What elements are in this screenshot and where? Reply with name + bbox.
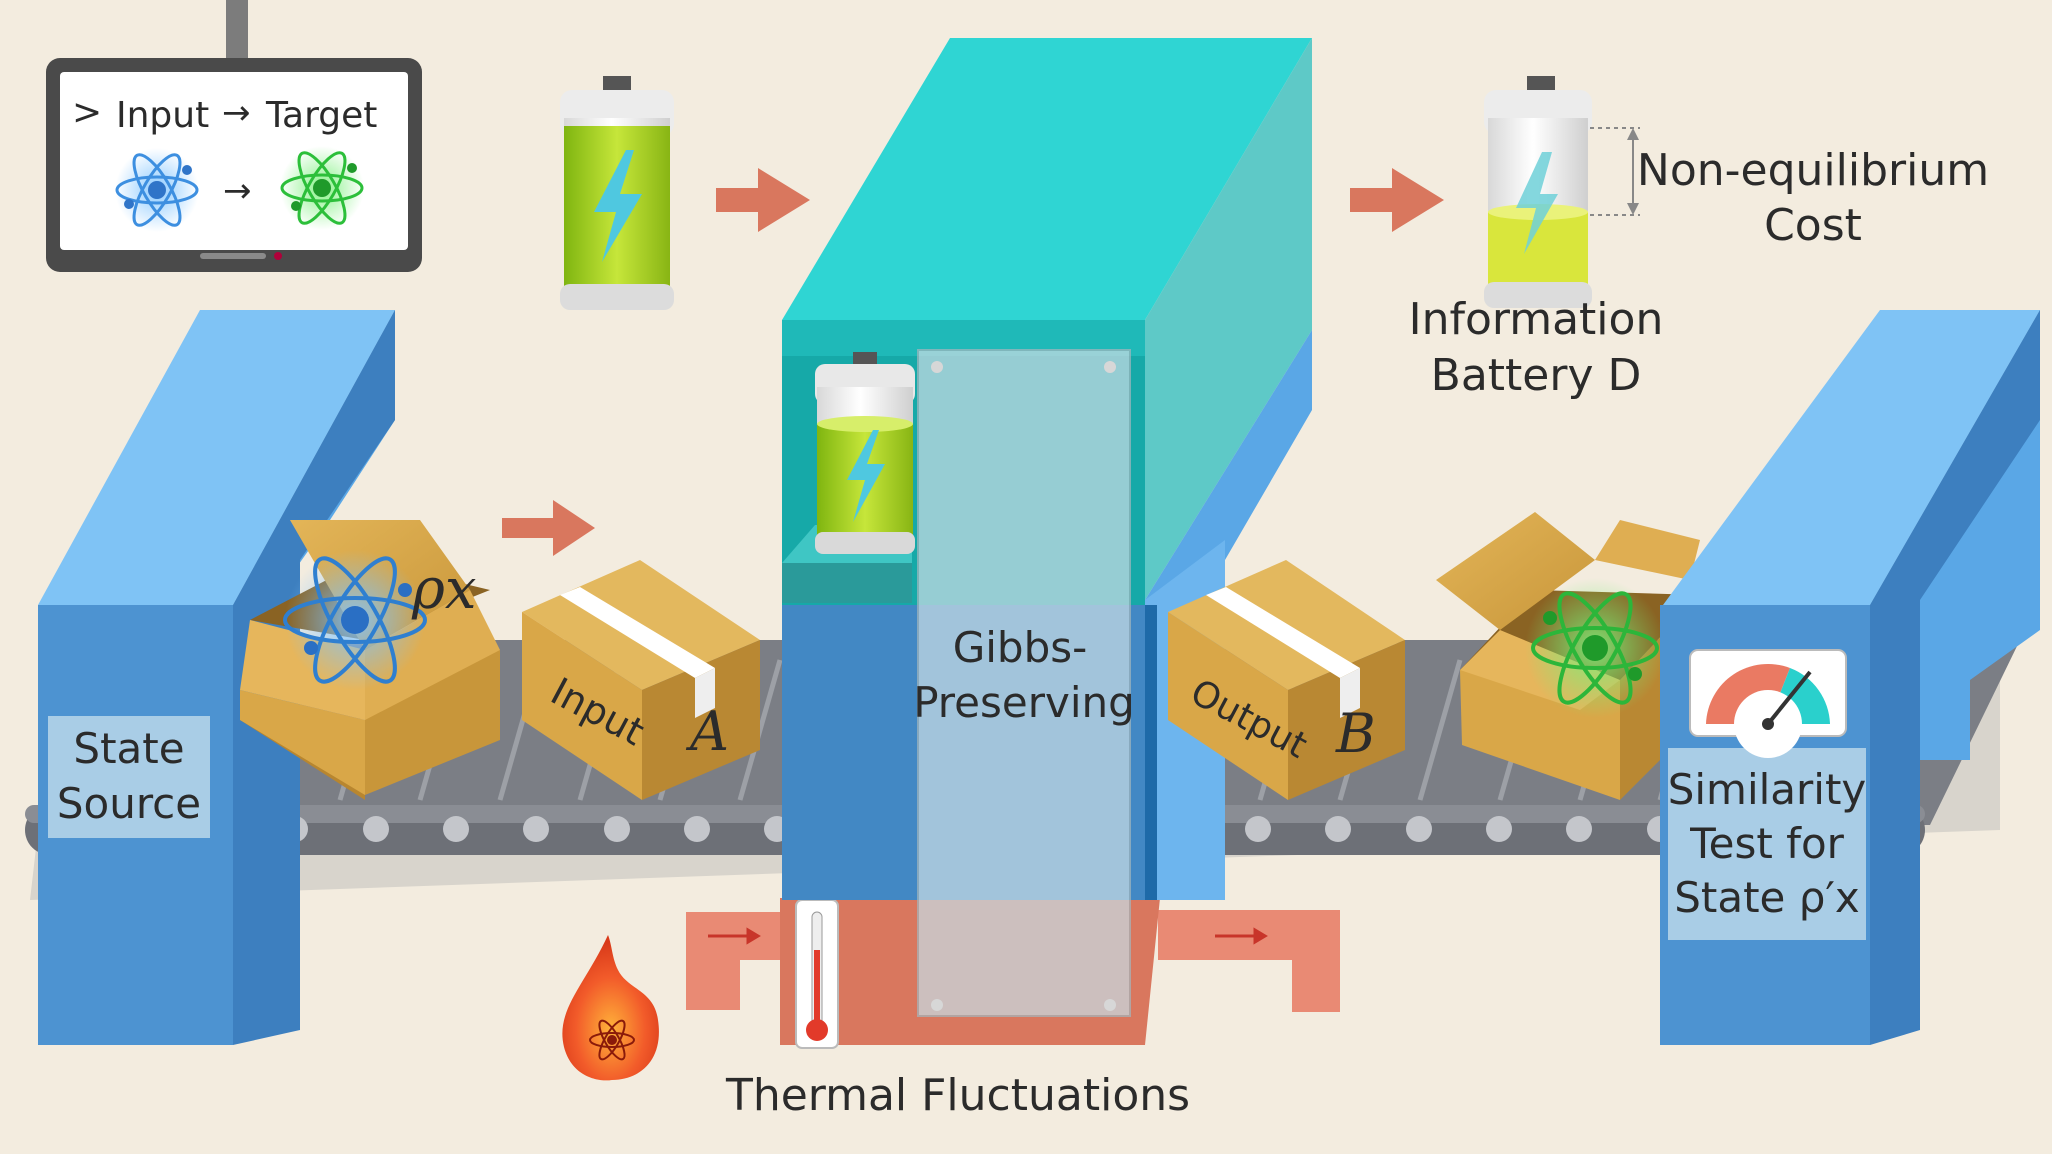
machine-battery-icon bbox=[815, 352, 915, 554]
information-battery-icon bbox=[1484, 76, 1592, 308]
info-battery-label-2: Battery D bbox=[1431, 350, 1642, 401]
state-source-label-2: Source bbox=[57, 779, 201, 828]
monitor-arrow: → bbox=[222, 93, 251, 133]
gibbs-label-1: Gibbs- bbox=[953, 623, 1088, 672]
flow-arrow-2 bbox=[716, 168, 810, 232]
thermometer-icon bbox=[795, 899, 839, 1049]
cost-dimension-marker bbox=[1590, 127, 1640, 216]
similarity-label-1: Similarity bbox=[1668, 765, 1867, 814]
heat-arrows bbox=[708, 927, 1268, 945]
info-battery-label-1: Information bbox=[1409, 294, 1664, 345]
output-box-var: B bbox=[1335, 702, 1376, 765]
monitor-target-label: Target bbox=[265, 95, 377, 136]
flow-arrow-3 bbox=[1350, 168, 1444, 232]
open-box-green bbox=[1436, 512, 1700, 800]
noneq-cost-label-2: Cost bbox=[1764, 200, 1862, 251]
gibbs-glass-panel bbox=[917, 349, 1131, 1017]
open-box-rho-x: ρx bbox=[240, 520, 500, 800]
input-box-a: Input A bbox=[522, 560, 760, 800]
monitor-arrow-2: → bbox=[223, 171, 252, 211]
state-source-frame: State Source bbox=[38, 310, 395, 1045]
similarity-gauge-icon bbox=[1689, 649, 1847, 758]
thermal-fluctuations-label: Thermal Fluctuations bbox=[725, 1070, 1190, 1121]
similarity-test-frame: Similarity Test for State ρ′x bbox=[1660, 310, 2040, 1045]
flow-arrow-1 bbox=[502, 500, 595, 556]
atom-icon-green-box bbox=[1525, 578, 1665, 718]
gibbs-label-2: Preserving bbox=[913, 678, 1135, 727]
input-box-var: A bbox=[685, 700, 729, 763]
state-source-label-1: State bbox=[73, 724, 184, 773]
atom-icon-blue bbox=[115, 148, 199, 232]
input-battery-icon bbox=[560, 76, 674, 310]
gibbs-preserving-machine: Gibbs- Preserving bbox=[782, 38, 1312, 1017]
output-box-b: Output B bbox=[1168, 560, 1405, 800]
similarity-label-2: Test for bbox=[1689, 819, 1845, 868]
atom-icon-green bbox=[280, 146, 364, 230]
similarity-label-3: State ρ′x bbox=[1674, 873, 1860, 922]
target-monitor: > Input → Target → bbox=[46, 0, 422, 272]
rho-x-label: ρx bbox=[411, 557, 477, 622]
monitor-input-label: Input bbox=[116, 95, 209, 136]
noneq-cost-label-1: Non-equilibrium bbox=[1637, 145, 1989, 196]
atom-icon-blue-box bbox=[283, 550, 427, 690]
flame-icon bbox=[562, 935, 659, 1081]
monitor-prompt: > bbox=[72, 92, 102, 133]
